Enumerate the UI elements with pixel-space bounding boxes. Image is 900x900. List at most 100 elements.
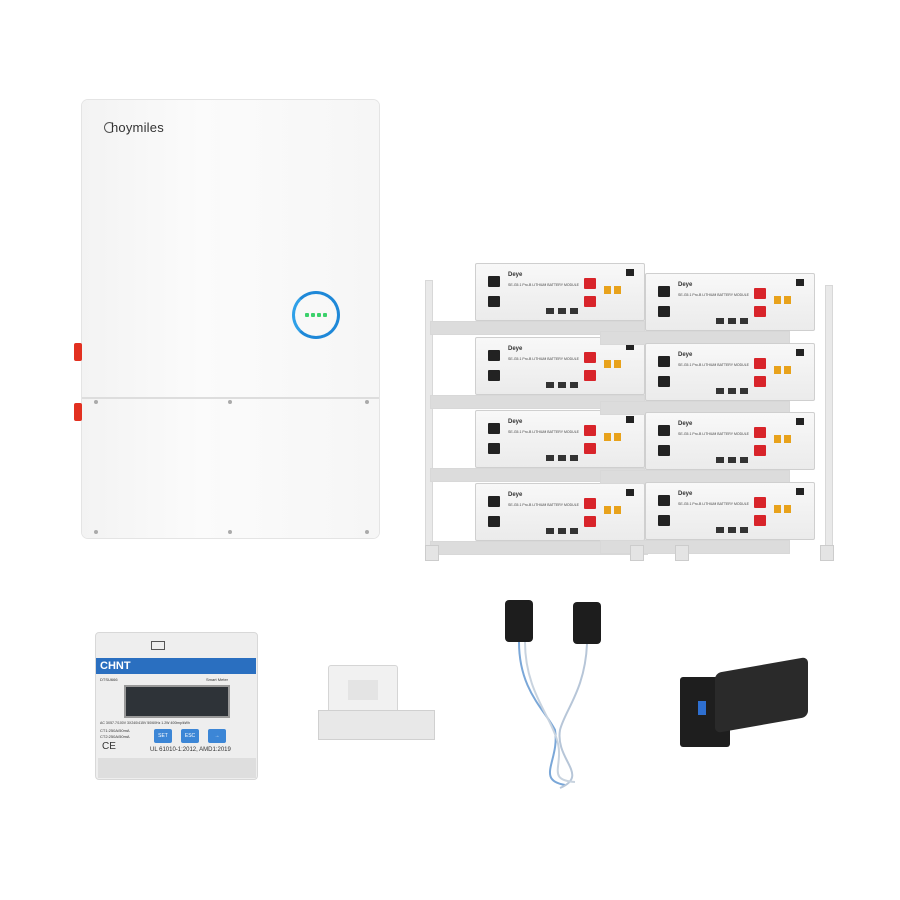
red-terminal <box>584 425 596 436</box>
meter-spec: AC 3X57.7/100V 3X240/415V 50/60Hz 1.2W 4… <box>100 721 190 725</box>
connector <box>784 296 791 304</box>
dc-switch <box>74 343 82 361</box>
power-switch[interactable] <box>626 343 634 350</box>
red-terminal <box>754 376 766 387</box>
battery-brand: Deye <box>678 282 693 288</box>
battery-module: Deye SE-G5.1 Pro-B LITHIUM BATTERY MODUL… <box>475 483 645 541</box>
ct-cables <box>518 641 588 789</box>
enter-button[interactable]: → <box>208 729 226 743</box>
battery-module: Deye SE-G5.1 Pro-B LITHIUM BATTERY MODUL… <box>645 343 815 401</box>
meter-ct1: CT1:250A/50mA <box>100 728 130 733</box>
power-socket <box>488 350 500 361</box>
connector <box>614 360 621 368</box>
power-socket <box>658 495 670 506</box>
red-terminal <box>754 306 766 317</box>
connector <box>614 286 621 294</box>
screw <box>94 400 98 404</box>
red-terminal <box>584 370 596 381</box>
din-base <box>98 758 256 778</box>
power-switch[interactable] <box>796 488 804 495</box>
port <box>728 318 736 324</box>
port <box>740 457 748 463</box>
meter-standard: UL 61010-1:2012, AMD1:2019 <box>150 747 231 753</box>
power-socket <box>488 516 500 527</box>
rack-shelf <box>600 540 790 554</box>
connector <box>774 435 781 443</box>
battery-model-label: SE-G5.1 Pro-B LITHIUM BATTERY MODULE <box>508 283 579 287</box>
communication-dongle <box>680 656 808 750</box>
connector <box>604 506 611 514</box>
meter-subtitle: Smart Meter <box>206 677 229 682</box>
port <box>546 528 554 534</box>
battery-brand: Deye <box>508 492 523 498</box>
meter-lcd <box>124 685 230 718</box>
current-transformers <box>505 600 615 790</box>
esc-button[interactable]: ESC <box>181 729 199 743</box>
port <box>716 388 724 394</box>
power-socket <box>658 306 670 317</box>
battery-model-label: SE-G5.1 Pro-B LITHIUM BATTERY MODULE <box>678 502 749 506</box>
power-socket <box>658 425 670 436</box>
smart-meter: CHNT DTSU666 Smart Meter AC 3X57.7/100V … <box>95 632 258 780</box>
battery-model-label: SE-G5.1 Pro-B LITHIUM BATTERY MODULE <box>678 432 749 436</box>
ct-clamp <box>505 600 533 642</box>
connector <box>614 433 621 441</box>
battery-module: Deye SE-G5.1 Pro-B LITHIUM BATTERY MODUL… <box>475 410 645 468</box>
connector <box>774 505 781 513</box>
screw <box>94 530 98 534</box>
port <box>558 455 566 461</box>
power-socket <box>488 496 500 507</box>
battery-module: Deye SE-G5.1 Pro-B LITHIUM BATTERY MODUL… <box>645 273 815 331</box>
port <box>546 382 554 388</box>
power-switch[interactable] <box>626 269 634 276</box>
port <box>728 388 736 394</box>
port <box>558 382 566 388</box>
battery-rack: Deye SE-G5.1 Pro-B LITHIUM BATTERY MODUL… <box>425 255 837 565</box>
port <box>570 455 578 461</box>
port <box>728 457 736 463</box>
envelope-icon <box>151 641 165 650</box>
power-switch[interactable] <box>796 349 804 356</box>
battery-module: Deye SE-G5.1 Pro-B LITHIUM BATTERY MODUL… <box>475 337 645 395</box>
connector <box>604 360 611 368</box>
red-terminal <box>754 515 766 526</box>
battery-model-label: SE-G5.1 Pro-B LITHIUM BATTERY MODULE <box>508 357 579 361</box>
port <box>728 527 736 533</box>
rack-foot <box>630 545 644 561</box>
port <box>546 308 554 314</box>
red-terminal <box>754 427 766 438</box>
power-switch[interactable] <box>626 489 634 496</box>
battery-module: Deye SE-G5.1 Pro-B LITHIUM BATTERY MODUL… <box>475 263 645 321</box>
connector <box>774 296 781 304</box>
screw <box>228 400 232 404</box>
port <box>570 308 578 314</box>
wifi-module <box>318 665 435 745</box>
battery-model-label: SE-G5.1 Pro-B LITHIUM BATTERY MODULE <box>508 503 579 507</box>
power-switch[interactable] <box>626 416 634 423</box>
usb-port <box>698 701 706 715</box>
connector <box>614 506 621 514</box>
power-socket <box>488 276 500 287</box>
ct-clamp <box>573 602 601 644</box>
power-socket <box>488 370 500 381</box>
power-socket <box>658 356 670 367</box>
rack-foot <box>425 545 439 561</box>
port <box>546 455 554 461</box>
battery-brand: Deye <box>508 419 523 425</box>
connector <box>774 366 781 374</box>
set-button[interactable]: SET <box>154 729 172 743</box>
power-switch[interactable] <box>796 279 804 286</box>
connector <box>604 286 611 294</box>
port <box>740 318 748 324</box>
power-socket <box>658 515 670 526</box>
port <box>558 308 566 314</box>
power-socket <box>658 445 670 456</box>
battery-model-label: SE-G5.1 Pro-B LITHIUM BATTERY MODULE <box>678 363 749 367</box>
battery-brand: Deye <box>678 352 693 358</box>
inverter-panel-divider <box>82 397 379 399</box>
power-socket <box>658 376 670 387</box>
power-socket <box>488 443 500 454</box>
power-switch[interactable] <box>796 418 804 425</box>
power-socket <box>488 296 500 307</box>
battery-brand: Deye <box>678 491 693 497</box>
